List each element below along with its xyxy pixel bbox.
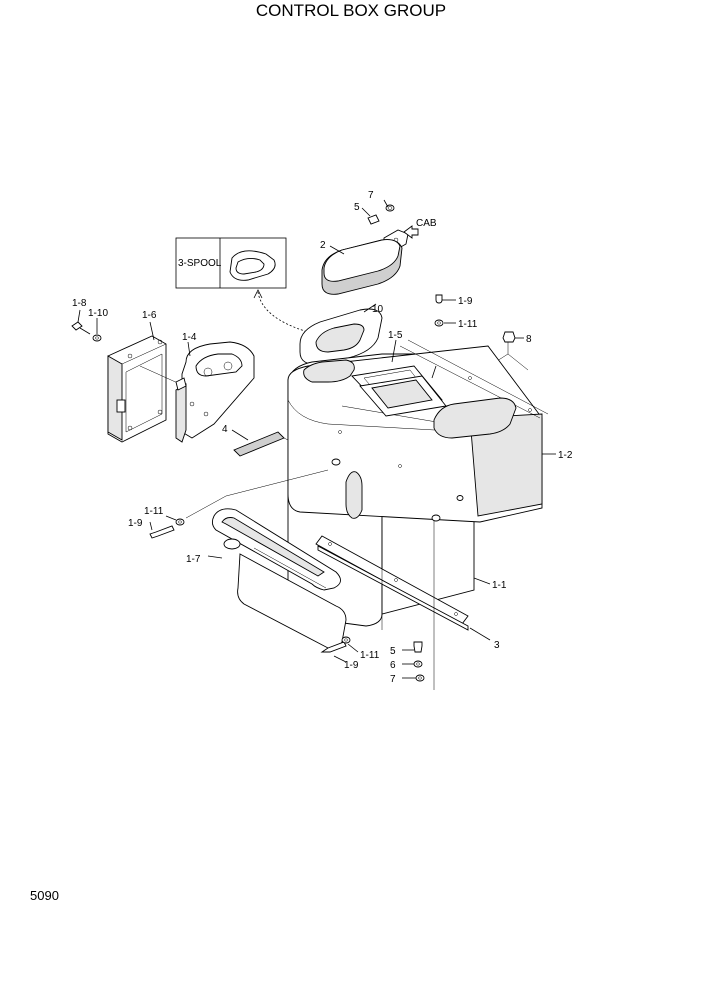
page-number: 5090 (30, 888, 59, 903)
callout-1-2: 1-2 (558, 450, 573, 461)
housing-main (287, 339, 556, 627)
arm-rest-cluster (321, 199, 419, 295)
callout-1-1: 1-1 (492, 580, 507, 591)
callout-10: 10 (372, 304, 384, 315)
left-fasteners (149, 469, 329, 539)
callout-1-9-bottom: 1-9 (344, 660, 359, 671)
callout-1-9-left: 1-9 (128, 518, 143, 529)
plate-part-4 (231, 429, 297, 457)
bottom-fasteners (320, 520, 435, 690)
page-title: CONTROL BOX GROUP (256, 1, 446, 20)
left-screws (71, 309, 102, 342)
callout-5-top: 5 (354, 202, 360, 213)
callout-1-11-bottom: 1-11 (360, 650, 380, 661)
bracket-part-1-4 (175, 341, 255, 443)
callouts: 7 5 CAB 2 1-8 1-10 1-6 1-4 10 1-9 1-11 8… (72, 190, 573, 685)
callout-1-9-top: 1-9 (458, 296, 473, 307)
callout-1-4: 1-4 (182, 332, 197, 343)
callout-2: 2 (320, 240, 326, 251)
cover-part-10 (299, 303, 383, 365)
callout-1-6: 1-6 (142, 310, 157, 321)
callout-1-7: 1-7 (186, 554, 201, 565)
callout-6: 6 (390, 660, 396, 671)
callout-1-8: 1-8 (72, 298, 87, 309)
tray-part-1-7 (207, 508, 347, 649)
inset-3-spool: 3-SPOOL (175, 237, 309, 333)
callout-5-bottom: 5 (390, 646, 396, 657)
callout-3: 3 (494, 640, 500, 651)
rail-part-3 (315, 535, 491, 641)
top-right-fasteners (434, 294, 529, 379)
callout-1-5: 1-5 (388, 330, 403, 341)
callout-cab: CAB (416, 218, 437, 229)
callout-8: 8 (526, 334, 532, 345)
frame-part-1-6 (107, 321, 181, 443)
callout-7-bottom: 7 (390, 674, 396, 685)
callout-1-10: 1-10 (88, 308, 108, 319)
inset-label: 3-SPOOL (178, 258, 222, 269)
callout-1-11-left: 1-11 (144, 506, 164, 517)
callout-1-11-top: 1-11 (458, 319, 478, 330)
callout-4: 4 (222, 424, 228, 435)
callout-7-top: 7 (368, 190, 374, 201)
